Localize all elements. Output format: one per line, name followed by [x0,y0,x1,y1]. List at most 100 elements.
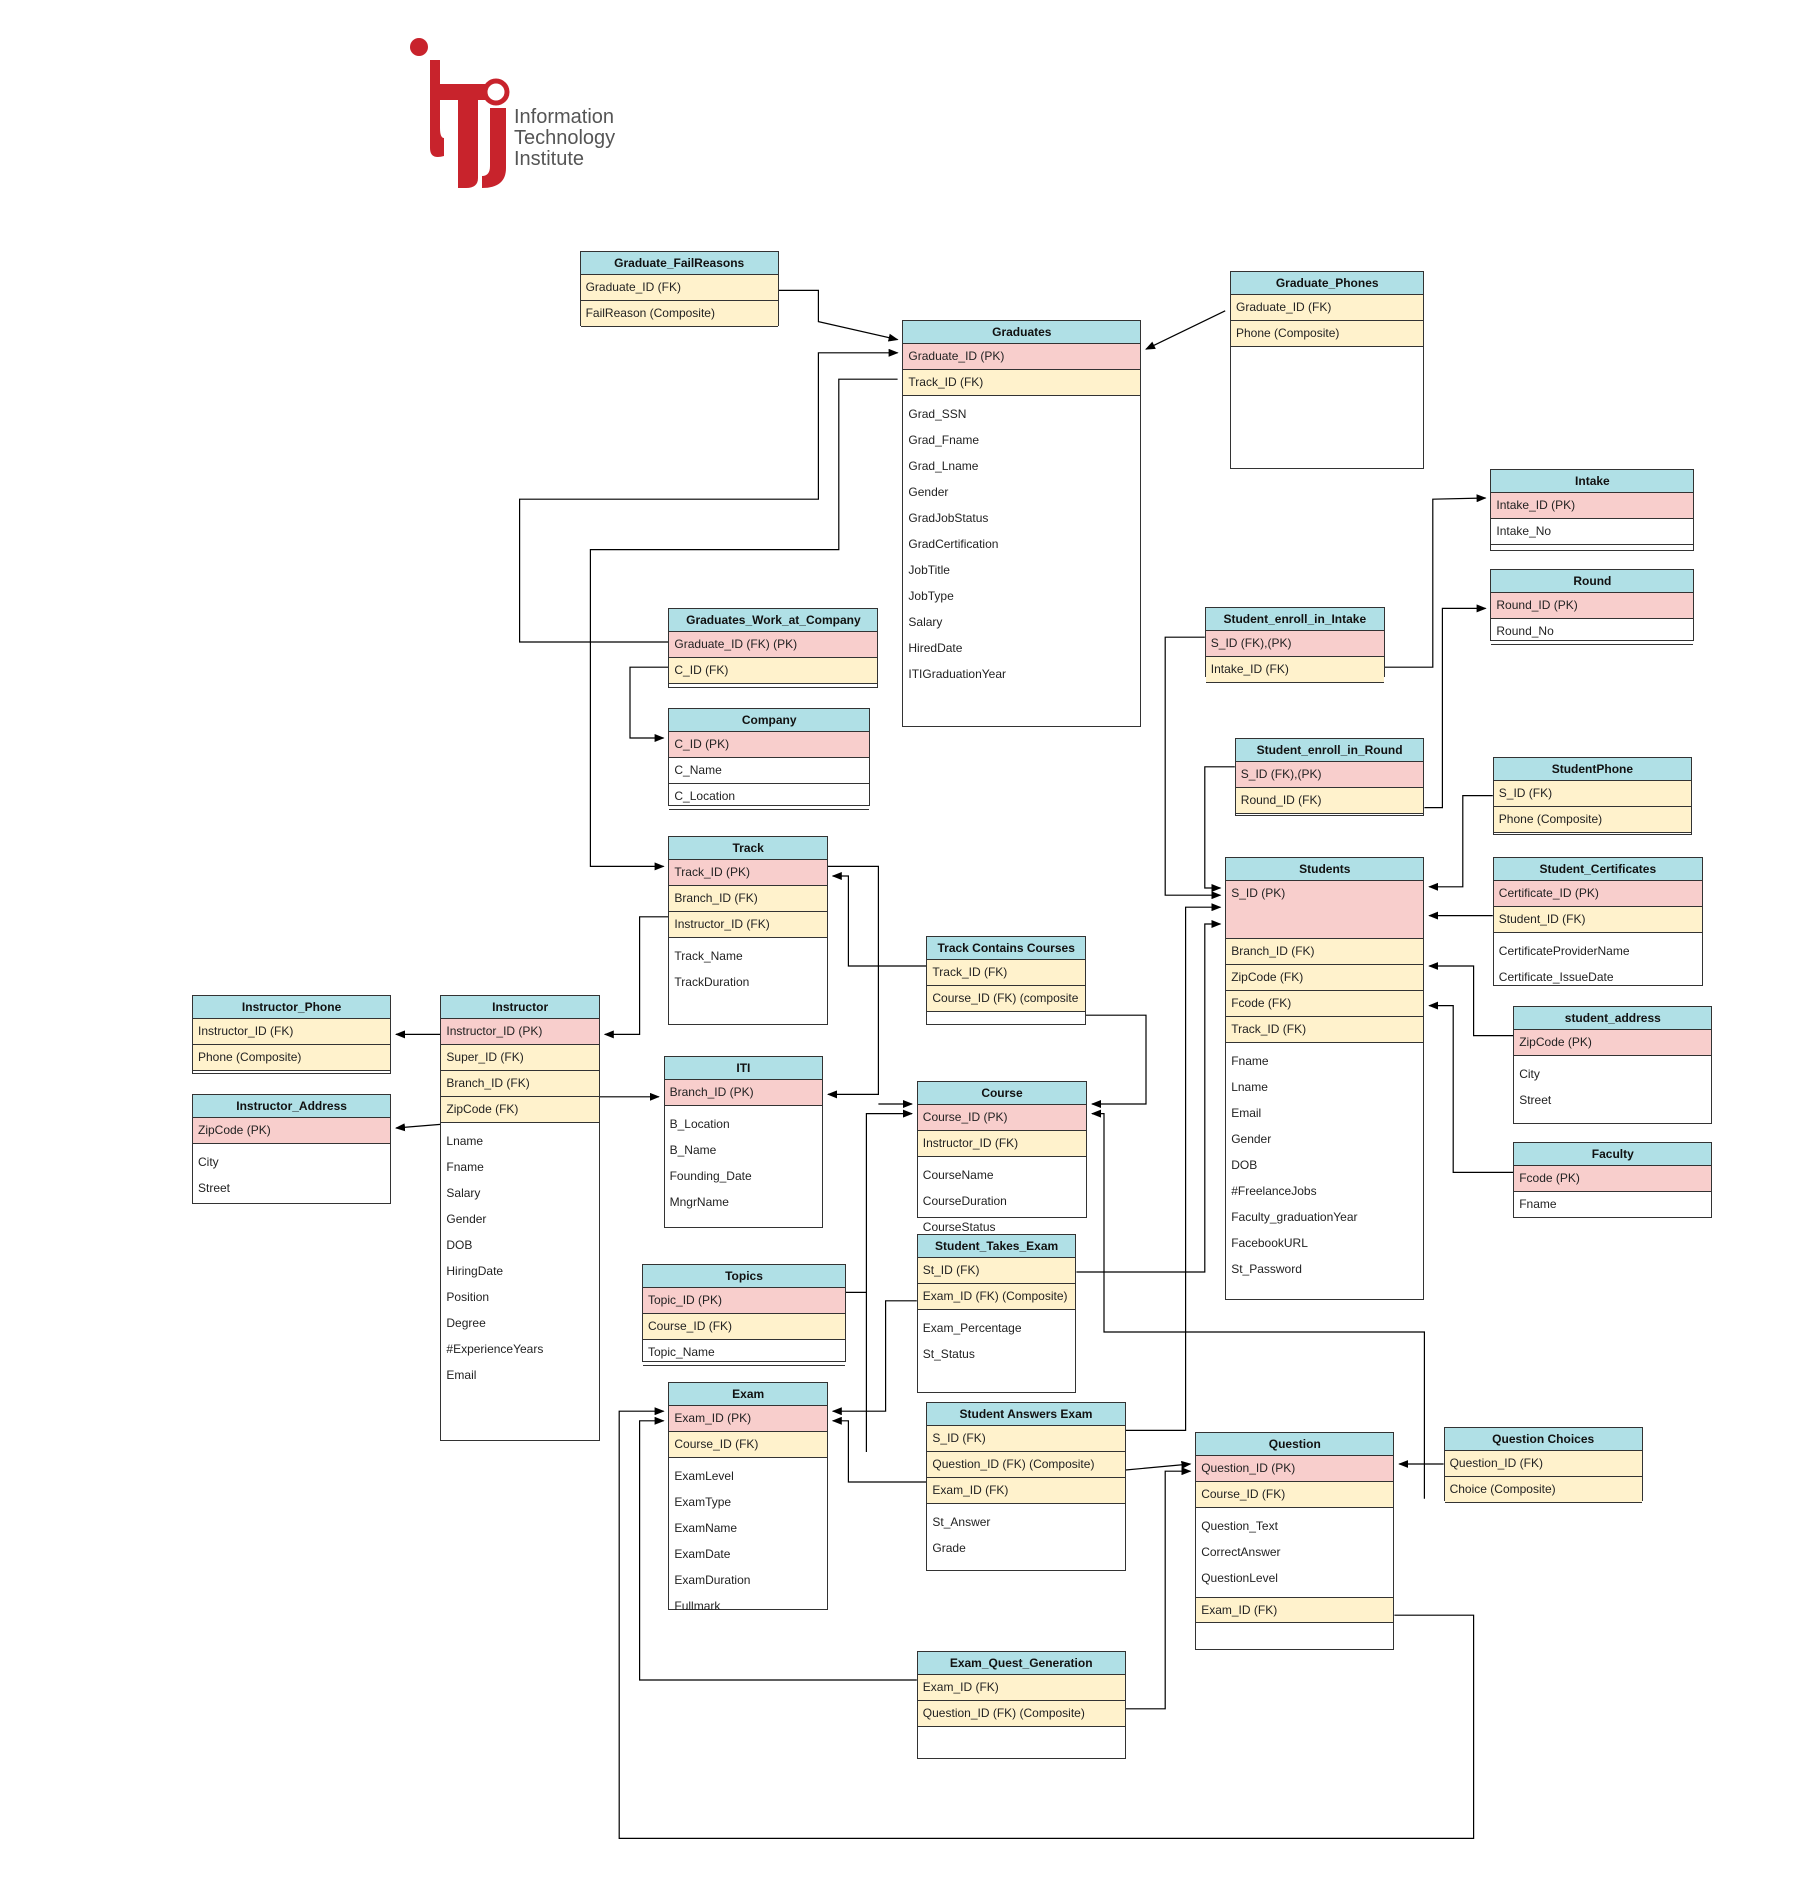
foreign-key-field: Intake_ID (FK) [1205,657,1384,684]
primary-key-field: Track_ID (PK) [669,860,827,887]
attribute: Salary [446,1185,481,1200]
attribute: Fname [1231,1053,1269,1068]
primary-key-field: ZipCode (PK) [193,1118,391,1145]
attribute: Email [1231,1105,1262,1120]
logo-j [482,108,506,188]
foreign-key-field: S_ID (FK) [1493,781,1691,808]
foreign-key-field: Fcode (FK) [1226,990,1424,1017]
foreign-key-field: Track_ID (FK) [903,370,1141,397]
relationship-line [1428,962,1514,1037]
primary-key-field: Exam_ID (PK) [669,1406,827,1433]
relationship-line [1424,604,1487,809]
attribute: CertificateProviderName [1498,943,1630,958]
attribute: Street [198,1181,231,1196]
field: Round_No [1491,619,1694,645]
foreign-key-field: Super_ID (FK) [441,1044,599,1071]
relationship-line [1125,1460,1192,1471]
foreign-key-field: FailReason (Composite) [580,300,778,327]
relationship-line [1091,1109,1426,1499]
logo-line-3: Institute [514,148,584,170]
field: Topic_Name [643,1340,845,1366]
table-title: Graduates [903,321,1141,345]
primary-key-field: Fcode (PK) [1514,1166,1712,1193]
foreign-key-field: Choice (Composite) [1444,1476,1642,1503]
logo-line-2: Technology [514,127,615,149]
attribute: Position [446,1289,490,1304]
attribute: GradJobStatus [908,511,989,526]
attribute: ExamType [674,1495,732,1510]
table-title: StudentPhone [1493,758,1691,782]
foreign-key-field: Branch_ID (FK) [669,886,827,913]
attribute: B_Location [669,1117,730,1131]
primary-key-field: Graduate_ID (PK) [903,344,1141,371]
foreign-key-field: Phone (Composite) [1493,807,1691,834]
relationship-line [603,916,669,1039]
attribute: HiringDate [446,1263,504,1278]
relationship-line [518,348,899,643]
relationship-line [629,666,669,742]
primary-key-field: Topic_ID (PK) [643,1287,845,1314]
attribute: Street [1519,1092,1552,1107]
foreign-key-field: Branch_ID (FK) [1226,938,1424,965]
table-title: Question [1196,1432,1394,1456]
attribute: Grad_Fname [908,433,980,448]
table-title: student_address [1514,1006,1712,1030]
primary-key-field: Instructor_ID (PK) [441,1018,599,1045]
table-title: Round [1491,569,1694,593]
attribute: Gender [908,485,949,500]
attribute: Email [446,1367,477,1382]
field: C_Name [669,758,869,784]
primary-key-field: S_ID (PK) [1226,880,1424,939]
foreign-key-field: St_ID (FK) [917,1257,1076,1284]
attribute: ITIGraduationYear [908,667,1007,682]
table-title: Company [669,709,869,732]
foreign-key-field: Phone (Composite) [1231,321,1424,348]
table-title: Intake [1491,470,1694,494]
foreign-key-field: ZipCode (FK) [1226,964,1424,991]
attribute: St_Answer [932,1514,991,1529]
relationship-line [1164,636,1222,900]
relationship-line [1076,920,1222,1273]
attribute: Gender [446,1211,487,1226]
attribute: B_Name [669,1143,717,1157]
table-title: Student_enroll_in_Round [1235,739,1424,762]
relationship-line [589,378,898,871]
relationship-line [638,1416,917,1681]
relationship-line [1086,1014,1147,1108]
